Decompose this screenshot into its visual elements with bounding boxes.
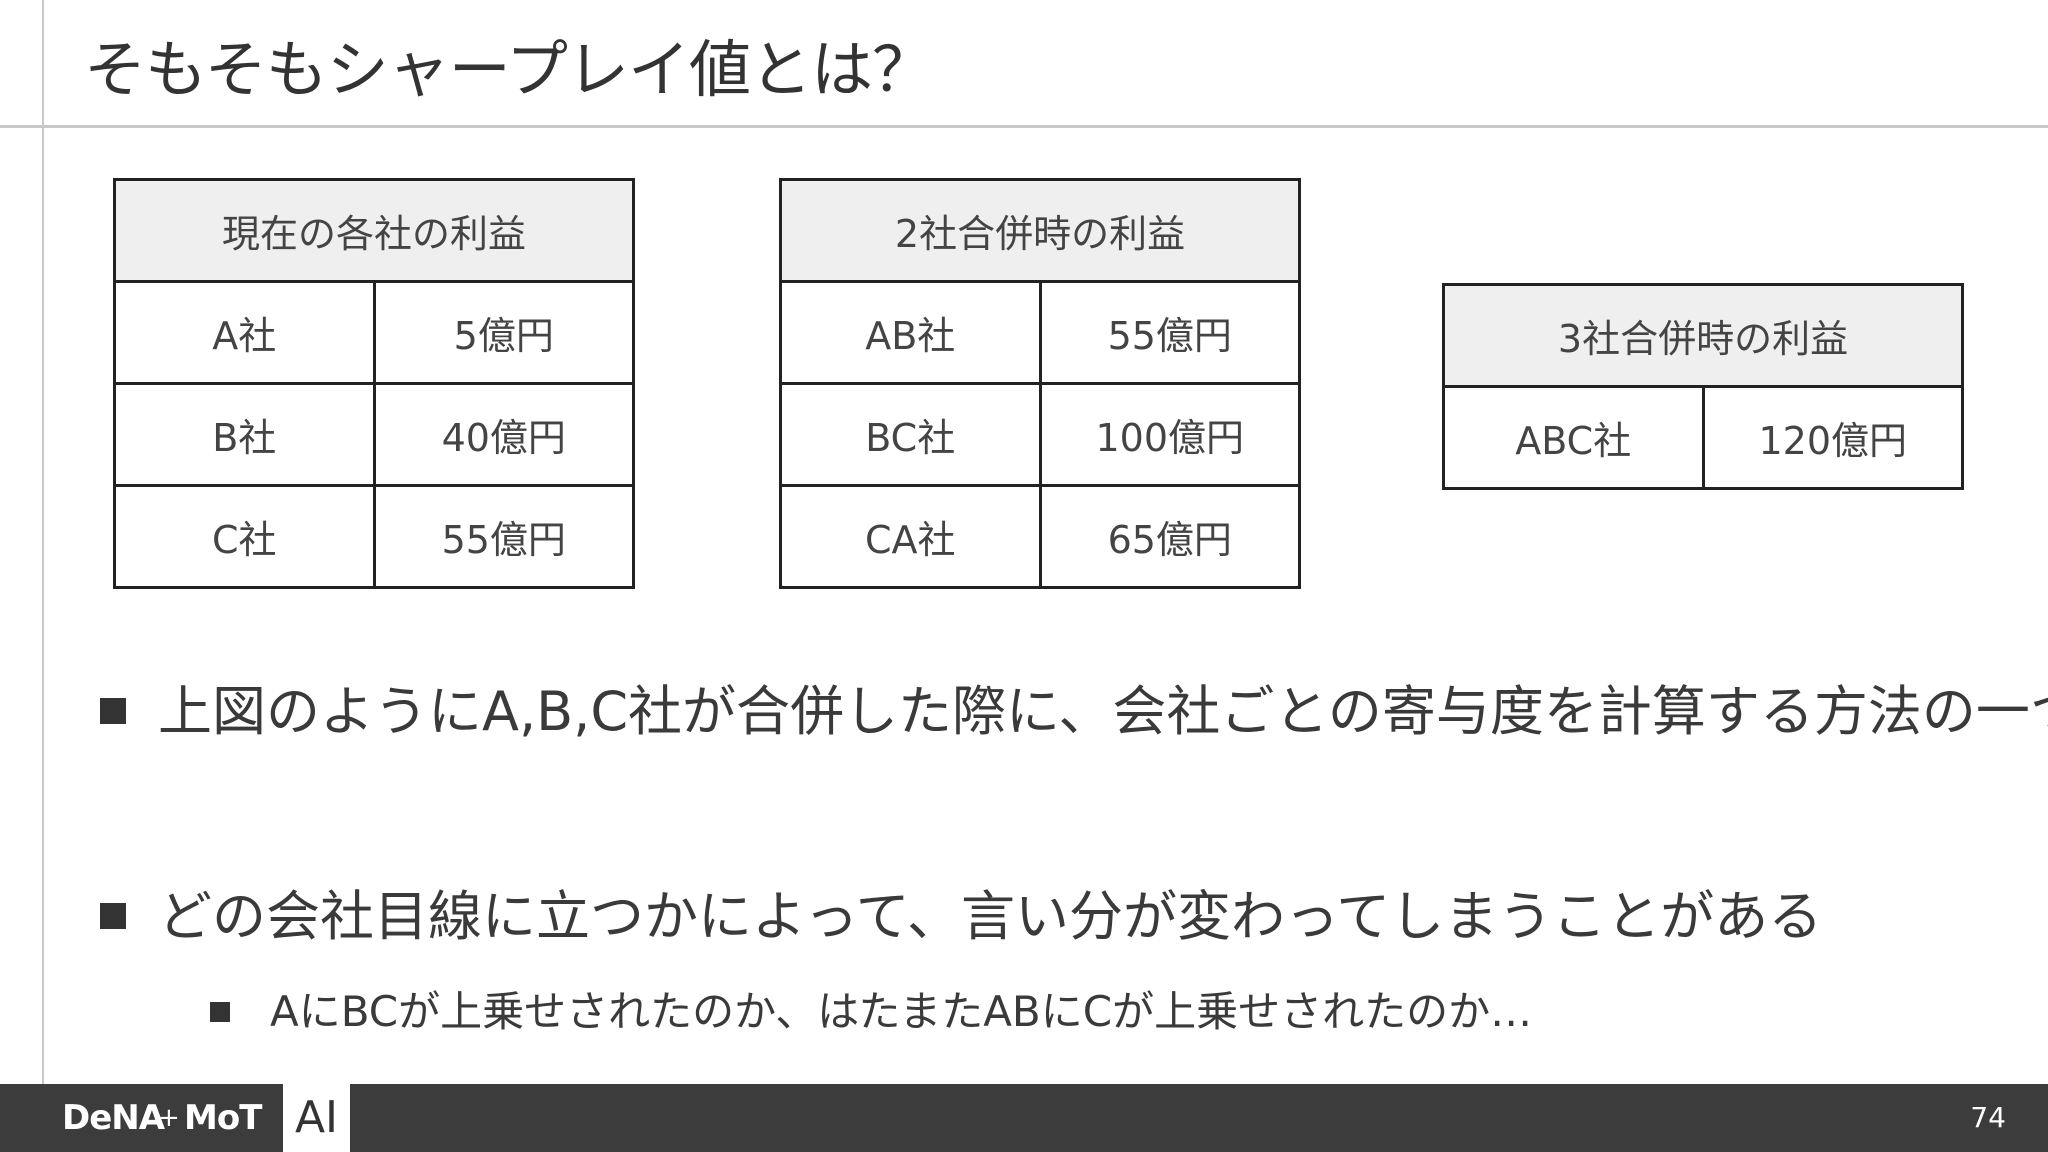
square-bullet-icon [100, 903, 126, 929]
table-header: 3社合併時の利益 [1442, 283, 1964, 388]
profit-cell: 40億円 [372, 382, 635, 487]
square-bullet-icon [210, 1002, 230, 1022]
current-profit-table: 現在の各社の利益 A社 5億円 B社 40億円 C社 55億円 [113, 178, 635, 589]
company-cell: B社 [113, 382, 376, 487]
sub-bullet-text: AにBCが上乗せされたのか、はたまたABにCが上乗せされたのか… [270, 987, 1533, 1036]
company-cell: AB社 [779, 280, 1042, 385]
table-row: CA社 65億円 [779, 484, 1301, 589]
company-cell: A社 [113, 280, 376, 385]
profit-cell: 65億円 [1038, 484, 1301, 589]
square-bullet-icon [100, 698, 126, 724]
three-company-merger-table: 3社合併時の利益 ABC社 120億円 [1442, 283, 1964, 490]
profit-cell: 5億円 [372, 280, 635, 385]
ai-logo: AI [283, 1084, 350, 1152]
table-row: ABC社 120億円 [1442, 385, 1964, 490]
profit-cell: 55億円 [1038, 280, 1301, 385]
company-cell: C社 [113, 484, 376, 589]
table-row: AB社 55億円 [779, 280, 1301, 385]
profit-cell: 120億円 [1701, 385, 1964, 490]
profit-cell: 55億円 [372, 484, 635, 589]
bullet-text: どの会社目線に立つかによって、言い分が変わってしまうことがある [158, 885, 1823, 948]
company-cell: BC社 [779, 382, 1042, 487]
slide-title: そもそもシャープレイ値とは？ [84, 33, 934, 106]
dena-logo: DeNA [62, 1098, 165, 1138]
two-company-merger-table: 2社合併時の利益 AB社 55億円 BC社 100億円 CA社 65億円 [779, 178, 1301, 589]
table-row: A社 5億円 [113, 280, 635, 385]
table-row: BC社 100億円 [779, 382, 1301, 487]
table-header: 2社合併時の利益 [779, 178, 1301, 283]
company-cell: CA社 [779, 484, 1042, 589]
mot-logo: MoT [184, 1098, 262, 1138]
company-cell: ABC社 [1442, 385, 1705, 490]
left-rule [42, 0, 44, 1084]
page-number: 74 [1970, 1101, 2006, 1134]
bullet-text: 上図のようにA,B,C社が合併した際に、会社ごとの寄与度を計算する方法の一つ [158, 680, 2048, 743]
logo-plus-sign: + [158, 1103, 180, 1133]
profit-cell: 100億円 [1038, 382, 1301, 487]
table-row: C社 55億円 [113, 484, 635, 589]
table-row: B社 40億円 [113, 382, 635, 487]
title-divider [0, 125, 2048, 128]
table-header: 現在の各社の利益 [113, 178, 635, 283]
